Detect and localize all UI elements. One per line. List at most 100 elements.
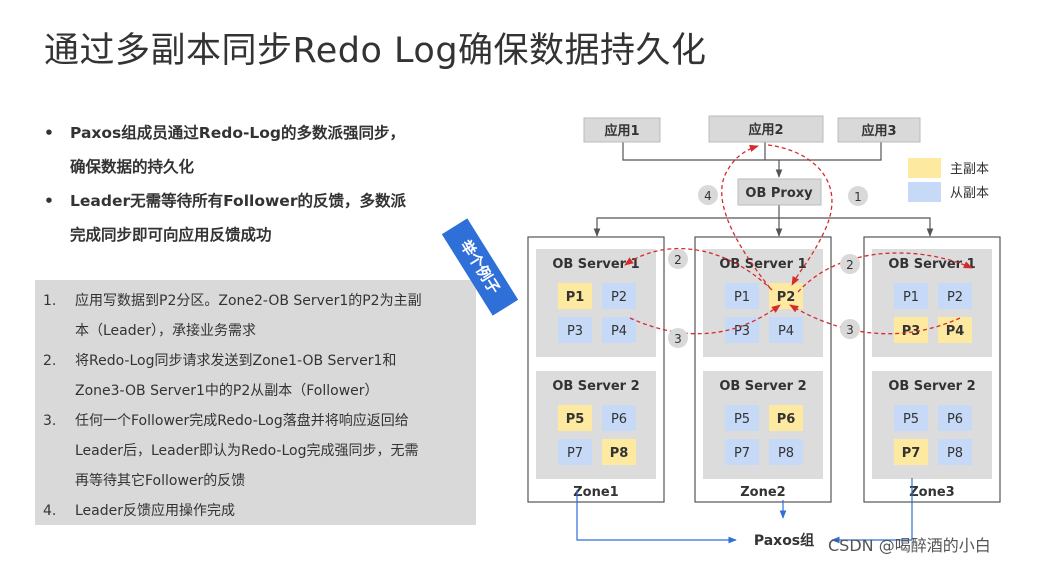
flow-sync-zone3 [797, 252, 973, 293]
partition-label: P1 [734, 290, 750, 305]
partition-label: P6 [777, 412, 796, 427]
partition-label: P7 [734, 446, 750, 461]
partition-label: P6 [947, 412, 963, 427]
legend: 主副本 从副本 [908, 158, 989, 202]
step-number: 4. [43, 503, 57, 519]
server-label: OB Server 2 [552, 379, 639, 394]
step-marker: 3 [846, 323, 854, 337]
partition-label: P5 [566, 412, 585, 427]
partition-box [558, 439, 592, 465]
bullet-dot: • [44, 192, 54, 210]
partition-label: P5 [903, 412, 919, 427]
step-item: 1. 应用写数据到P2分区。Zone2-OB Server1的P2为主副 本（L… [43, 286, 469, 346]
partition-box [725, 283, 759, 309]
partition-box [602, 283, 636, 309]
step-marker: 2 [674, 253, 682, 267]
app-label: 应用1 [604, 123, 639, 139]
legend-label: 主副本 [950, 162, 989, 177]
partition-label: P4 [778, 324, 794, 339]
partition-p1: P1 [558, 283, 592, 309]
flow-write-request [767, 144, 833, 286]
partition-p4: P4 [602, 317, 636, 343]
legend-swatch-leader [908, 158, 941, 178]
flow-ack-app [721, 144, 771, 289]
partition-p6: P6 [769, 405, 803, 431]
partition-p5: P5 [894, 405, 928, 431]
server-label: OB Server 1 [552, 257, 639, 272]
server-label: OB Server 1 [719, 257, 806, 272]
partition-p2: P2 [602, 283, 636, 309]
bullet-line: 完成同步即可向应用反馈成功 [70, 226, 272, 244]
partition-box [938, 317, 972, 343]
legend-label: 从副本 [950, 186, 989, 201]
app-box-2: 应用2 [708, 115, 824, 143]
zone-label: Zone3 [909, 485, 954, 500]
flow-sync-zone1 [624, 247, 773, 291]
step-markers: 1 2 2 3 3 4 [668, 185, 868, 348]
partition-p5: P5 [558, 405, 592, 431]
proxy-label: OB Proxy [745, 186, 813, 201]
partition-box [602, 317, 636, 343]
partition-label: P4 [611, 324, 627, 339]
partition-label: P8 [610, 446, 629, 461]
partition-label: P7 [902, 446, 921, 461]
partition-box [602, 439, 636, 465]
partition-p7: P7 [894, 439, 928, 465]
step-marker: 2 [846, 258, 854, 272]
partition-p8: P8 [938, 439, 972, 465]
step-number: 3. [43, 413, 57, 429]
partition-box [894, 317, 928, 343]
partition-label: P8 [947, 446, 963, 461]
bullet-line: Paxos组成员通过Redo-Log的多数派强同步， [70, 124, 406, 142]
partition-box [558, 317, 592, 343]
bullet-dot: • [44, 124, 54, 142]
partition-label: P3 [734, 324, 750, 339]
ob-proxy-box: OB Proxy [737, 178, 822, 206]
partition-box [894, 439, 928, 465]
page-title: 通过多副本同步Redo Log确保数据持久化 [44, 31, 707, 71]
partition-box [602, 405, 636, 431]
partition-p8: P8 [602, 439, 636, 465]
partition-box [938, 283, 972, 309]
flow-ack-zone3 [789, 304, 961, 335]
partition-box [769, 439, 803, 465]
partition-p6: P6 [602, 405, 636, 431]
step-marker: 4 [704, 189, 712, 203]
step-number: 2. [43, 353, 57, 369]
partition-label: P3 [567, 324, 583, 339]
step-marker: 3 [674, 332, 682, 346]
partition-box [558, 283, 592, 309]
server-label: OB Server 2 [719, 379, 806, 394]
partition-p7: P7 [725, 439, 759, 465]
steps-panel: 1. 应用写数据到P2分区。Zone2-OB Server1的P2为主副 本（L… [35, 280, 476, 525]
partition-p1: P1 [894, 283, 928, 309]
server-label: OB Server 2 [888, 379, 975, 394]
partition-label: P1 [566, 290, 585, 305]
replication-flows [624, 144, 973, 335]
partition-box [725, 405, 759, 431]
step-number: 1. [43, 293, 57, 309]
partition-label: P2 [947, 290, 963, 305]
step-line: 本（Leader），承接业务需求 [75, 323, 257, 339]
step-item: 4. Leader反馈应用操作完成 [43, 496, 469, 526]
partition-box [894, 405, 928, 431]
step-line: 任何一个Follower完成Redo-Log落盘并将响应返回给 [75, 413, 409, 429]
partition-label: P8 [778, 446, 794, 461]
bullet-line: 确保数据的持久化 [70, 158, 195, 176]
partition-box [894, 283, 928, 309]
partition-label: P2 [611, 290, 627, 305]
partition-label: P6 [611, 412, 627, 427]
step-marker: 1 [854, 190, 862, 204]
bullet-item: • Leader无需等待所有Follower的反馈，多数派 完成同步即可向应用反… [44, 184, 444, 252]
app-label: 应用3 [861, 123, 896, 139]
step-line: Leader反馈应用操作完成 [75, 503, 236, 519]
partition-label: P3 [902, 324, 921, 339]
app-box-3: 应用3 [837, 117, 921, 143]
partition-label: P4 [946, 324, 965, 339]
